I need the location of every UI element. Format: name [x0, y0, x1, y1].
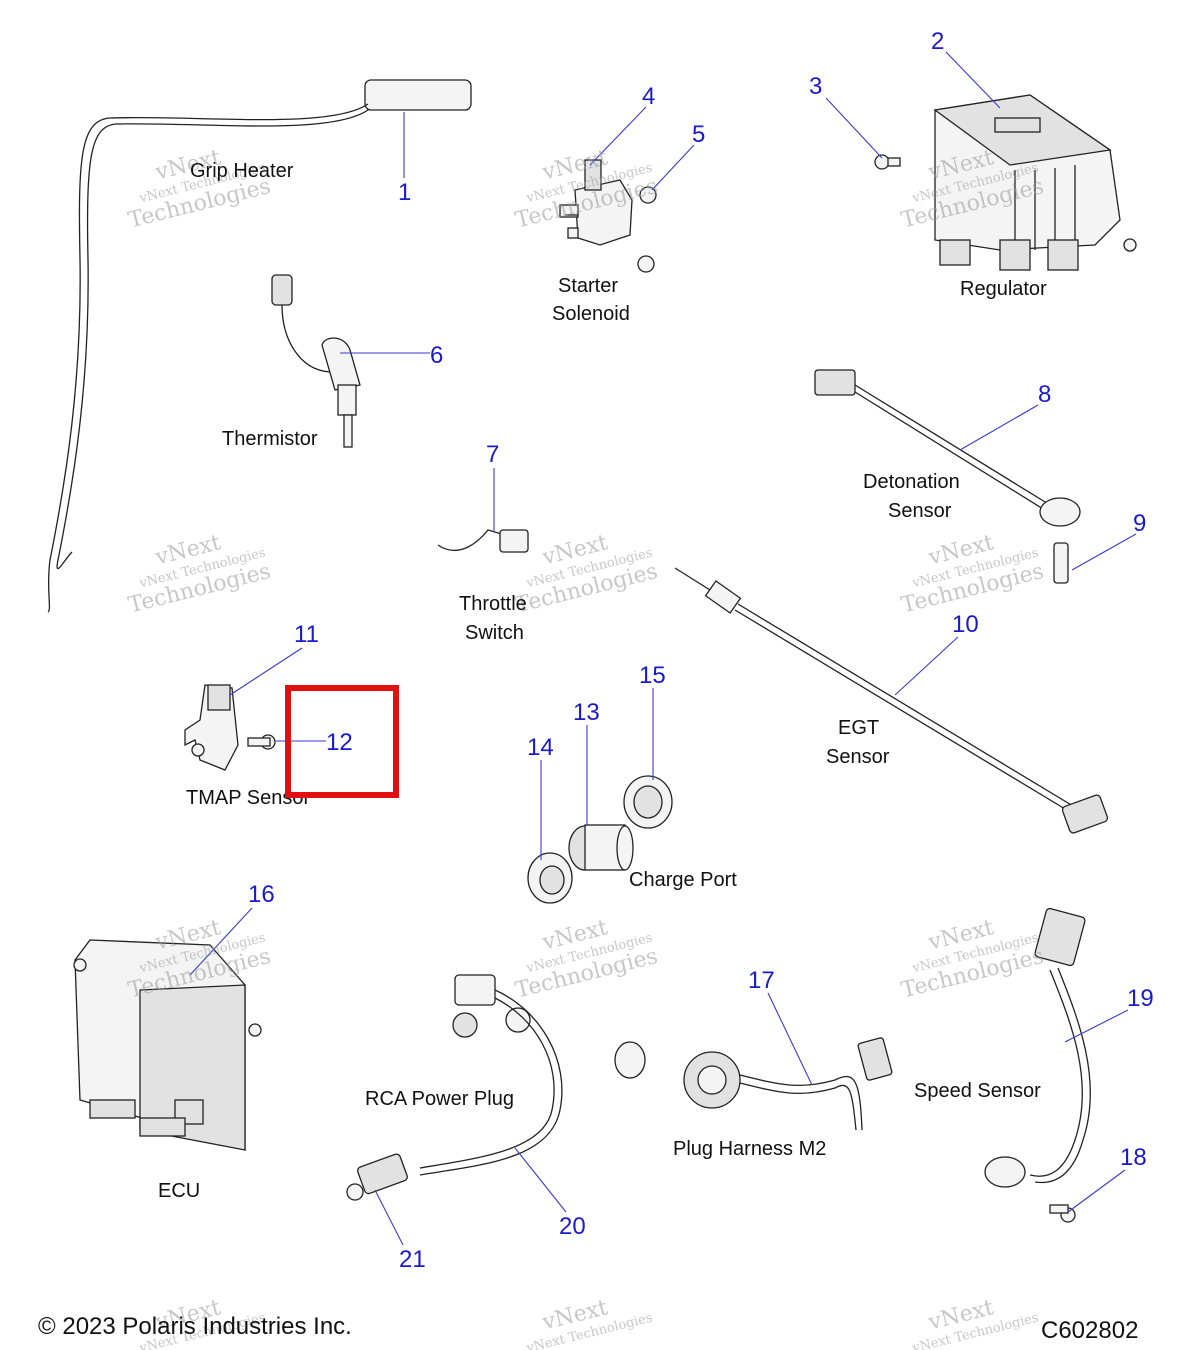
starter-solenoid-part [559, 159, 633, 246]
label-starter-1: Starter [558, 275, 618, 297]
callout-8: 8 [1038, 381, 1051, 408]
label-thermistor: Thermistor [222, 428, 318, 450]
bolt-18-part [1049, 1204, 1076, 1223]
callout-12: 12 [326, 729, 353, 756]
charge-port-body-part [568, 824, 634, 871]
watermark-1: vNext vNext Technologies Technologies [126, 145, 273, 233]
callout-19: 19 [1127, 985, 1154, 1012]
label-charge-port: Charge Port [629, 869, 737, 891]
grip-heater-part [47, 79, 472, 613]
label-egt-2: Sensor [826, 746, 890, 768]
label-plug-harness: Plug Harness M2 [673, 1138, 826, 1160]
label-detonation-1: Detonation [863, 471, 960, 493]
speed-sensor-part [984, 907, 1091, 1188]
callout-3: 3 [809, 73, 822, 100]
label-starter-2: Solenoid [552, 303, 630, 325]
callout-13: 13 [573, 699, 600, 726]
rca-power-plug-part [346, 974, 563, 1201]
plug-harness-part [614, 1037, 893, 1131]
highlight-box [285, 685, 399, 798]
callout-10: 10 [952, 611, 979, 638]
footer-code: C602802 [1041, 1317, 1138, 1344]
callout-2: 2 [931, 28, 944, 55]
screw-12-part [247, 734, 276, 750]
watermark-4: vNext vNext Technologies Technologies [126, 530, 273, 618]
watermark-9: vNext vNext Technologies Technologies [899, 915, 1046, 1003]
thermistor-part [271, 274, 361, 448]
nut-5-part [637, 186, 657, 273]
label-detonation-2: Sensor [888, 500, 952, 522]
callout-1: 1 [398, 179, 411, 206]
callout-14: 14 [527, 734, 554, 761]
label-egt-1: EGT [838, 717, 879, 739]
label-tmap: TMAP Sensor [186, 787, 310, 809]
callout-18: 18 [1120, 1144, 1147, 1171]
label-rca: RCA Power Plug [365, 1088, 514, 1110]
callout-17: 17 [748, 967, 775, 994]
callout-21: 21 [399, 1246, 426, 1273]
charge-port-nut-part [623, 775, 673, 829]
throttle-switch-part [437, 529, 529, 553]
watermark-12: vNext vNext Technologies [910, 1295, 1040, 1350]
label-grip-heater: Grip Heater [190, 160, 294, 182]
bolt-3-part [874, 154, 901, 170]
callout-11: 11 [294, 621, 319, 648]
label-throttle-2: Switch [465, 622, 524, 644]
label-speed-sensor: Speed Sensor [914, 1080, 1041, 1102]
detonation-sensor-part [814, 369, 1081, 527]
egt-sensor-part [674, 567, 1109, 834]
label-throttle-1: Throttle [459, 593, 527, 615]
regulator-part [933, 94, 1137, 271]
callout-9: 9 [1133, 510, 1146, 537]
tmap-sensor-part [184, 684, 239, 771]
footer-copyright: © 2023 Polaris Industries Inc. [38, 1313, 352, 1340]
label-regulator: Regulator [960, 278, 1047, 300]
callout-15: 15 [639, 662, 666, 689]
callout-5: 5 [692, 121, 705, 148]
charge-port-cap-part [527, 852, 573, 904]
leader-lines [189, 51, 1137, 1246]
callout-6: 6 [430, 342, 443, 369]
callout-7: 7 [486, 441, 499, 468]
ecu-part [73, 939, 262, 1151]
watermark-8: vNext vNext Technologies Technologies [513, 915, 660, 1003]
watermark-6: vNext vNext Technologies Technologies [899, 530, 1046, 618]
callout-20: 20 [559, 1213, 586, 1240]
watermark-11: vNext vNext Technologies [524, 1295, 654, 1350]
callout-16: 16 [248, 881, 275, 908]
label-ecu: ECU [158, 1180, 200, 1202]
callout-4: 4 [642, 83, 655, 110]
bolt-9-part [1053, 542, 1069, 584]
